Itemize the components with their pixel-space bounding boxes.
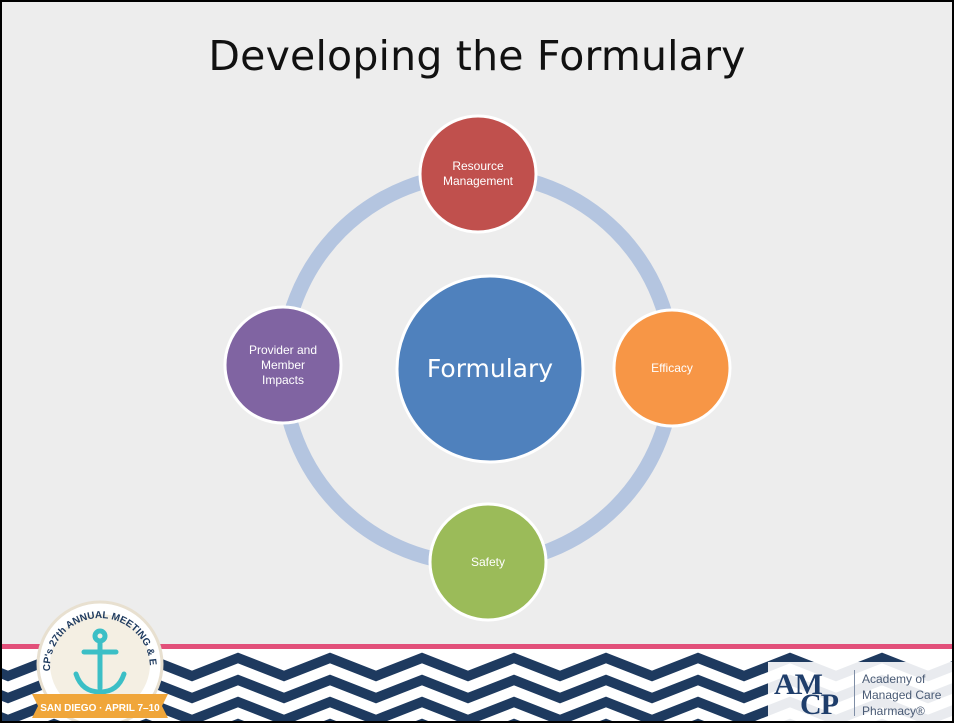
provider-member-impacts-label: Provider and Member Impacts xyxy=(248,342,318,387)
safety-label: Safety xyxy=(470,554,506,569)
node-resource-management xyxy=(418,114,538,234)
anchor-icon xyxy=(73,628,127,695)
node-efficacy xyxy=(612,308,732,428)
node-safety xyxy=(428,502,548,622)
amcp-logo-cp: CP xyxy=(800,688,839,721)
node-provider-member-impacts xyxy=(223,305,343,425)
resource-management-label: Resource Management xyxy=(442,159,514,188)
amcp-logo-am: AM xyxy=(774,668,823,701)
slide-title: Developing the Formulary xyxy=(208,32,746,80)
logo-divider xyxy=(854,670,855,716)
badge-bottom-text: SAN DIEGO · APRIL 7–10 xyxy=(40,703,160,714)
amcp-logo: AM CP Academy of Managed Care Pharmacy® xyxy=(768,662,952,721)
efficacy-label: Efficacy xyxy=(651,360,693,375)
formulary-label: Formulary xyxy=(426,354,554,384)
org-name: Academy of Managed Care Pharmacy® xyxy=(862,672,942,718)
node-formulary xyxy=(395,274,585,464)
footer-accent-stripe xyxy=(2,644,952,649)
